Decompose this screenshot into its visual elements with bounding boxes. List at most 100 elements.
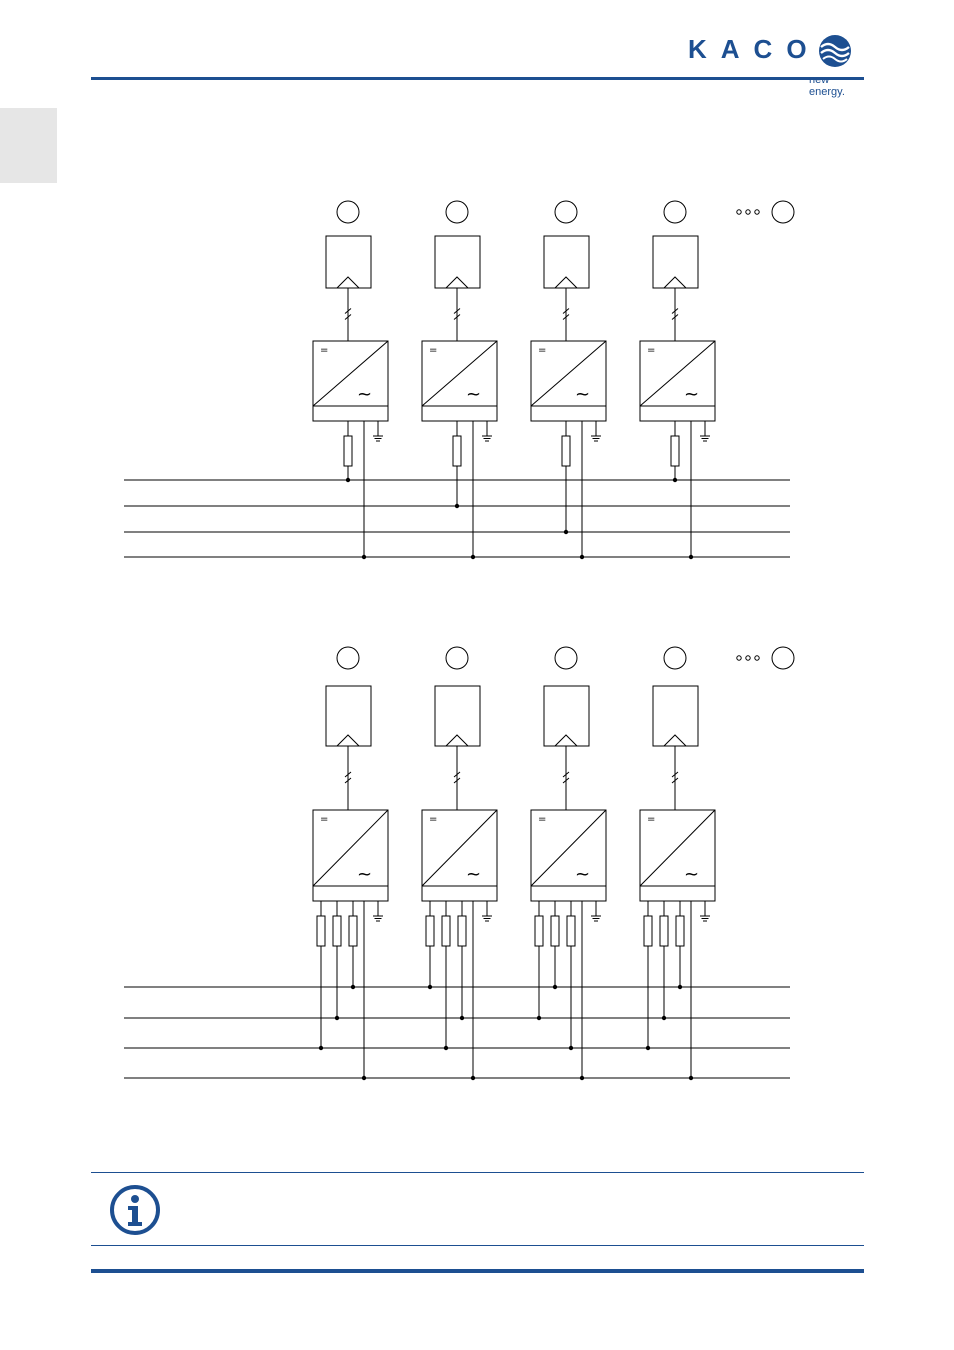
kaco-logo: KACO new energy. xyxy=(688,30,868,90)
fuse xyxy=(333,916,341,946)
fuse xyxy=(426,916,434,946)
module-circle xyxy=(446,201,468,223)
three-phase-wiring-diagram: =~=~=~=~ xyxy=(0,640,954,1090)
logo-tagline: new energy. xyxy=(809,74,868,98)
inverter-string-3: =~ xyxy=(531,647,606,1080)
inverter-string-2: =~ xyxy=(422,201,497,559)
dc-symbol: = xyxy=(538,814,546,825)
pv-generator-box xyxy=(653,236,698,288)
ac-symbol: ~ xyxy=(357,384,372,405)
module-circle xyxy=(555,201,577,223)
ac-symbol: ~ xyxy=(684,384,699,405)
dc-symbol: = xyxy=(429,345,437,356)
ac-symbol: ~ xyxy=(575,384,590,405)
inverter-string-4: =~ xyxy=(640,201,715,559)
junction xyxy=(471,1076,475,1080)
junction xyxy=(444,1046,448,1050)
ac-symbol: ~ xyxy=(466,384,481,405)
junction xyxy=(537,1016,541,1020)
side-tab xyxy=(0,108,57,183)
inverter-string-1: =~ xyxy=(313,201,388,559)
ground-symbol xyxy=(591,916,601,921)
inverter-string-3: =~ xyxy=(531,201,606,559)
inverter-string-2: =~ xyxy=(422,647,497,1080)
pv-symbol xyxy=(337,735,359,746)
ground-symbol xyxy=(482,436,492,441)
ground-symbol xyxy=(482,916,492,921)
single-phase-wiring-diagram: =~=~=~=~ xyxy=(0,190,954,570)
inverter-string-4: =~ xyxy=(640,647,715,1080)
ground-symbol xyxy=(700,916,710,921)
junction xyxy=(351,985,355,989)
junction xyxy=(460,1016,464,1020)
dc-symbol: = xyxy=(647,345,655,356)
pv-symbol xyxy=(337,277,359,288)
ground-symbol xyxy=(373,916,383,921)
junction xyxy=(673,478,677,482)
pv-generator-box xyxy=(653,686,698,746)
junction xyxy=(428,985,432,989)
ac-symbol: ~ xyxy=(466,864,481,885)
junction xyxy=(346,478,350,482)
pv-symbol xyxy=(446,277,468,288)
dc-symbol: = xyxy=(429,814,437,825)
dc-symbol: = xyxy=(647,814,655,825)
module-circle xyxy=(664,647,686,669)
continuation-dot xyxy=(737,656,741,660)
fuse xyxy=(671,436,679,466)
module-circle xyxy=(555,647,577,669)
module-circle xyxy=(337,201,359,223)
junction xyxy=(335,1016,339,1020)
pv-generator-box xyxy=(435,236,480,288)
note-box xyxy=(91,1172,864,1246)
pv-generator-box xyxy=(544,686,589,746)
continuation-dot xyxy=(737,210,741,214)
fuse xyxy=(660,916,668,946)
junction xyxy=(455,504,459,508)
junction xyxy=(471,555,475,559)
junction xyxy=(678,985,682,989)
pv-symbol xyxy=(664,277,686,288)
module-circle-extra xyxy=(772,201,794,223)
junction xyxy=(319,1046,323,1050)
fuse xyxy=(676,916,684,946)
continuation-dot xyxy=(755,210,759,214)
ground-symbol xyxy=(700,436,710,441)
module-circle-extra xyxy=(772,647,794,669)
dc-symbol: = xyxy=(320,345,328,356)
fuse xyxy=(644,916,652,946)
fuse xyxy=(567,916,575,946)
pv-generator-box xyxy=(326,236,371,288)
ground-symbol xyxy=(373,436,383,441)
junction xyxy=(689,555,693,559)
pv-symbol xyxy=(555,735,577,746)
fuse xyxy=(562,436,570,466)
junction xyxy=(553,985,557,989)
module-circle xyxy=(337,647,359,669)
logo-wordmark: KACO xyxy=(688,34,821,64)
fuse xyxy=(344,436,352,466)
module-circle xyxy=(664,201,686,223)
pv-symbol xyxy=(446,735,468,746)
junction xyxy=(564,530,568,534)
inverter-string-1: =~ xyxy=(313,647,388,1080)
pv-symbol xyxy=(664,735,686,746)
junction xyxy=(689,1076,693,1080)
junction xyxy=(569,1046,573,1050)
fuse xyxy=(535,916,543,946)
fuse xyxy=(453,436,461,466)
junction xyxy=(362,555,366,559)
pv-generator-box xyxy=(544,236,589,288)
junction xyxy=(662,1016,666,1020)
wave-globe-icon xyxy=(818,34,852,68)
info-icon xyxy=(109,1184,161,1236)
pv-generator-box xyxy=(435,686,480,746)
fuse xyxy=(349,916,357,946)
module-circle xyxy=(446,647,468,669)
fuse xyxy=(317,916,325,946)
junction xyxy=(646,1046,650,1050)
fuse xyxy=(458,916,466,946)
dc-symbol: = xyxy=(538,345,546,356)
fuse xyxy=(551,916,559,946)
junction xyxy=(580,555,584,559)
